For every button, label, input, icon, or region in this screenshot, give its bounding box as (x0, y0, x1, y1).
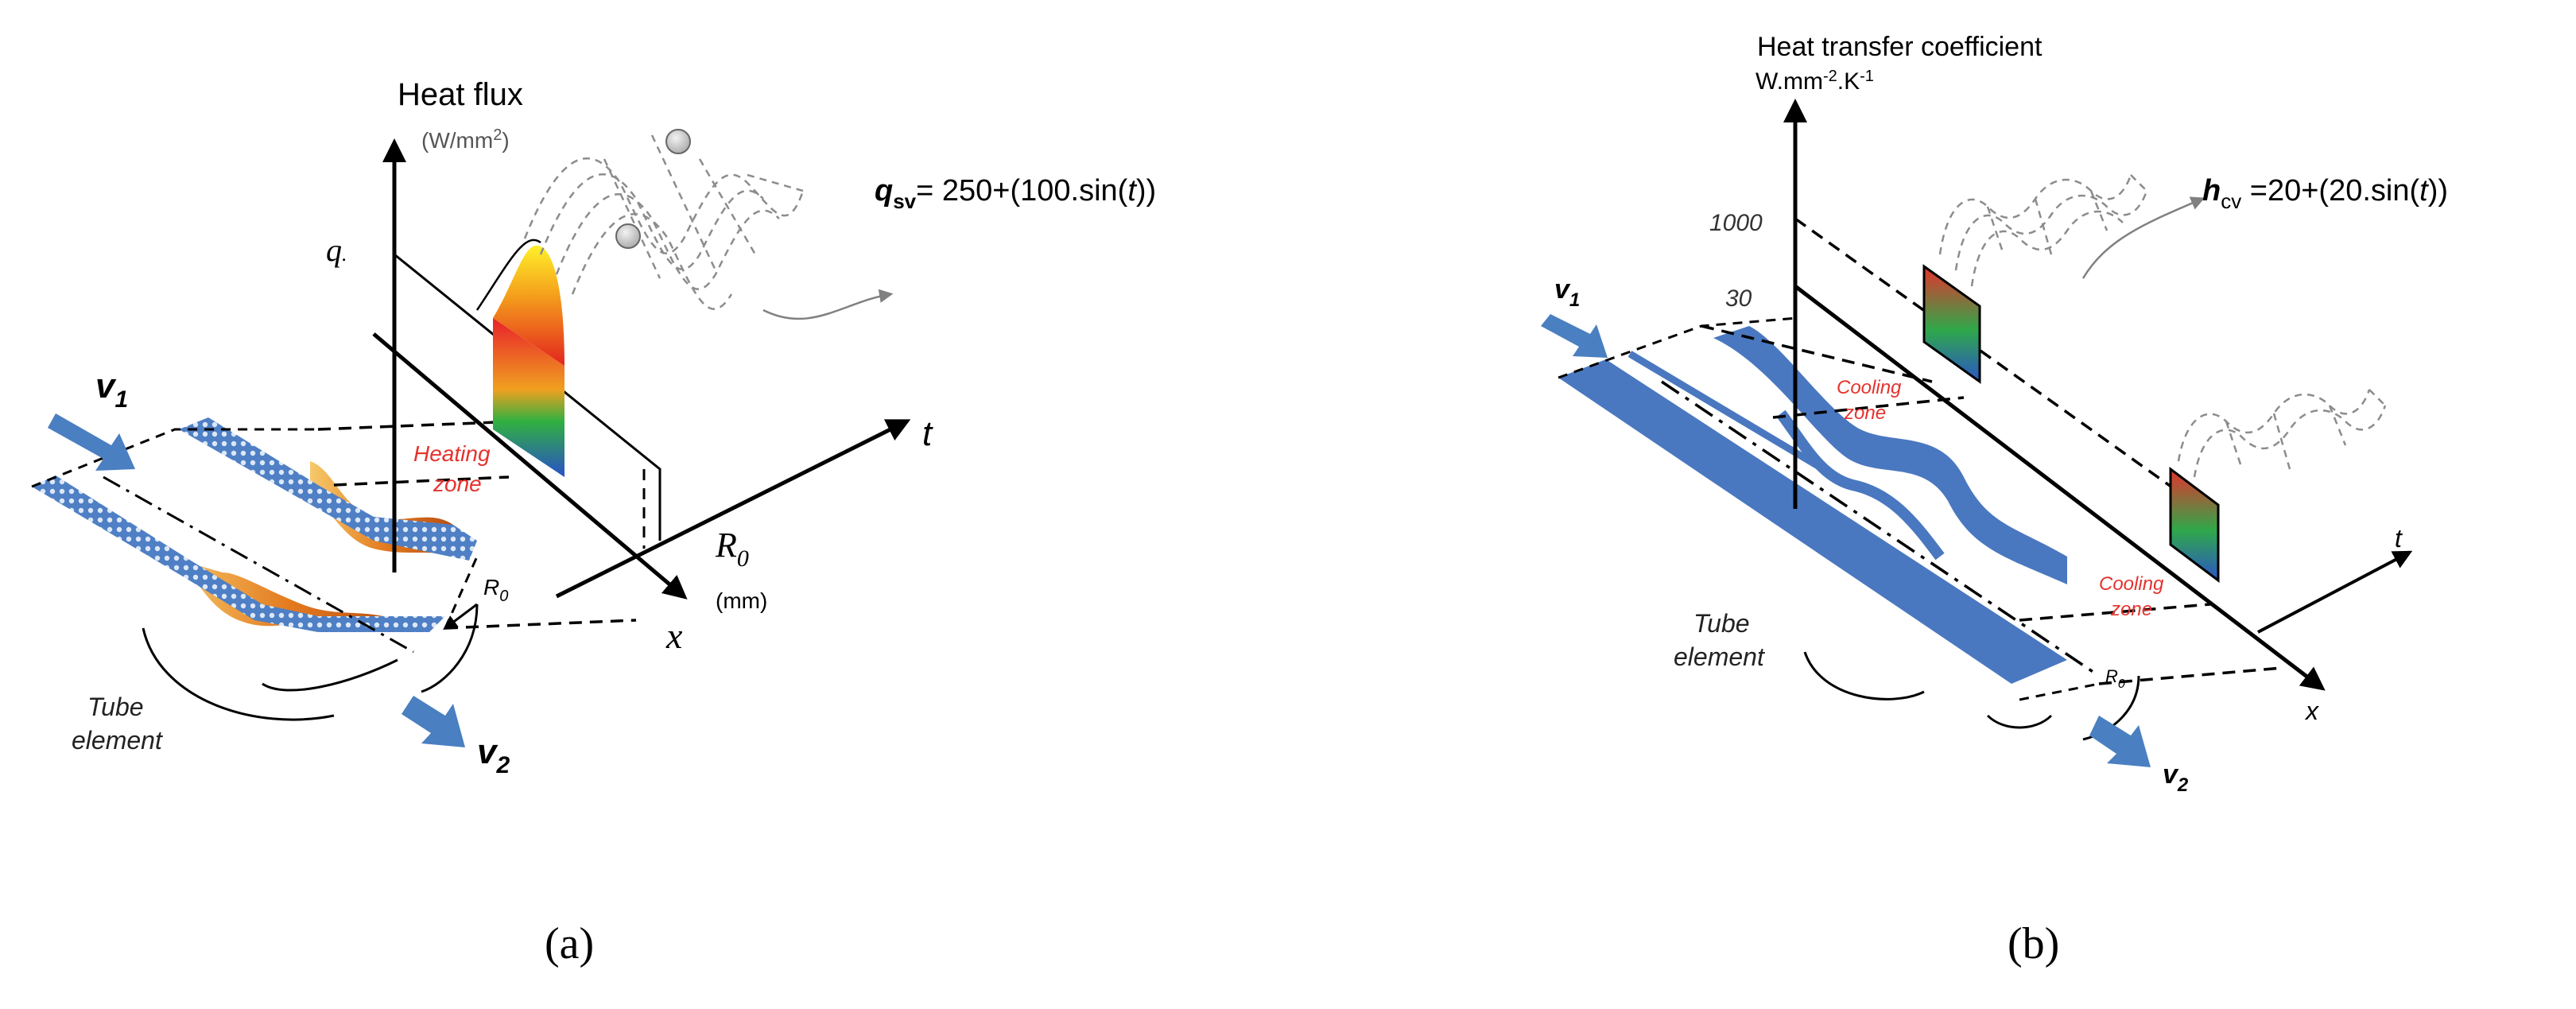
x-axis-label-a: x (665, 615, 683, 656)
cooling-zone-2-label: Cooling (2099, 573, 2164, 595)
r0-arrow (443, 603, 478, 631)
caption-b: (b) (2008, 919, 2059, 968)
cooling-zone-1-label: Cooling (1837, 377, 1902, 398)
heat-source-band (493, 318, 564, 477)
v2-label-a: v2 (477, 732, 510, 778)
tube-element-b (1558, 316, 2140, 741)
tube-outline-b (1803, 651, 1925, 700)
r0-axis-label: R0 (715, 526, 749, 572)
heating-zone-edges (317, 420, 637, 630)
panel-b: Heat transfer coefficient W.mm-2.K-1 100… (1541, 32, 2448, 968)
v1-arrow-a (48, 413, 135, 471)
heat-flux-unit: (W/mm2) (421, 126, 510, 153)
cooling-band-2 (2169, 467, 2220, 583)
svg-text:element: element (1674, 642, 1765, 671)
cooling-zone-2-edges (2019, 603, 2283, 685)
tube-arc-2 (421, 603, 479, 693)
r0-tube-label: R0 (483, 575, 508, 605)
wave-marker-mid (615, 223, 641, 249)
svg-text:zone: zone (2110, 599, 2152, 620)
q-label: q. (326, 232, 347, 268)
q-level-line (394, 253, 661, 541)
tube-wave-b (1776, 409, 1945, 561)
tube-label-a: Tube (87, 693, 144, 721)
tube-wall-lower (32, 475, 445, 632)
v1-arrow-b (1541, 314, 1608, 358)
formula-pointer-b (2081, 196, 2206, 279)
tube-axis (103, 475, 414, 654)
tick-30: 30 (1725, 285, 1752, 312)
htc-title: Heat transfer coefficient (1757, 32, 2043, 62)
cooling-zone-1-edges (1701, 324, 1965, 419)
t-axis-a (555, 419, 911, 599)
tube-wall-lower-b (1558, 359, 2067, 684)
heating-zone-mid (333, 475, 510, 487)
tube-inner-bar (1627, 351, 1839, 480)
wave-marker-top (665, 129, 691, 154)
htc-wave-2 (2177, 389, 2387, 478)
x-axis-b (1794, 285, 2326, 691)
tube-arc-1 (262, 658, 398, 692)
v1-label-b: v1 (1554, 274, 1580, 311)
svg-text:zone: zone (433, 472, 482, 496)
qsv-formula: qsv= 250+(100.sin(t)) (875, 174, 1156, 213)
tube-dash-top (31, 428, 318, 488)
htc-wave-1 (1938, 174, 2148, 287)
x-axis-a (372, 332, 688, 600)
v1-label-a: v1 (95, 367, 128, 413)
tube-outline-lower (142, 627, 335, 721)
htc-1000-line (1794, 217, 2204, 510)
tube-element-a (31, 417, 479, 721)
v2-arrow-a (402, 696, 465, 747)
heat-flux-peak (493, 245, 564, 366)
t-axis-label-a: t (922, 414, 933, 453)
heat-peak-outline (475, 239, 541, 311)
cooling-band-1 (1922, 264, 1981, 384)
panel-a: Heat flux (W/mm2) q. qsv= 250+(100.sin(t… (31, 77, 1156, 968)
heating-zone-label: Heating (413, 441, 491, 466)
r0-unit: (mm) (716, 588, 767, 613)
r0-label-b: R0 (2105, 666, 2125, 691)
tube-label-b: Tube (1693, 609, 1750, 638)
tube-bulge-lower (167, 557, 413, 628)
x-axis-label-b: x (2304, 697, 2319, 725)
t-axis-label-b: t (2395, 524, 2403, 553)
caption-a: (a) (545, 919, 594, 968)
tube-wall-upper-b (1713, 326, 2067, 584)
v2-arrow-b (2089, 716, 2151, 767)
tube-dash-end (444, 556, 479, 629)
htc-unit: W.mm-2.K-1 (1755, 68, 1874, 95)
formula-pointer-a (762, 289, 894, 320)
heat-flux-wave (523, 134, 805, 310)
tick-1000: 1000 (1709, 210, 1763, 236)
tube-axis-b (1661, 380, 2100, 677)
svg-text:zone: zone (1844, 402, 1886, 424)
t-axis-b (2257, 550, 2413, 634)
tube-wall-upper (179, 417, 477, 561)
heat-flux-title: Heat flux (398, 77, 523, 112)
svg-text:element: element (72, 726, 163, 755)
hcv-formula: hcv =20+(20.sin(t)) (2202, 174, 2448, 213)
v2-label-b: v2 (2163, 759, 2189, 796)
